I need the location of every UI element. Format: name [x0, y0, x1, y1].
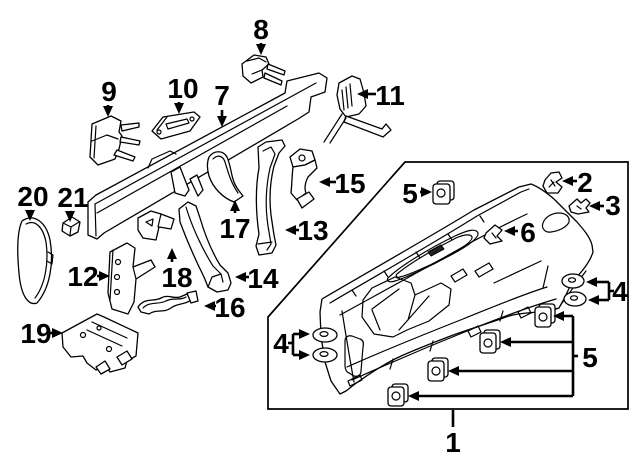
callout-4-arrowhead [299, 350, 310, 360]
callout-19-arrowhead [52, 328, 63, 338]
callout-label-18: 18 [161, 262, 192, 293]
callout-label-13: 13 [297, 215, 328, 246]
part-7-crossbeam [87, 72, 328, 240]
callout-label-11: 11 [375, 80, 405, 111]
callout-label-8: 8 [253, 14, 269, 45]
part-21-clip [61, 216, 81, 237]
callout-4-arrowhead [586, 277, 597, 287]
assembly-box-outline [267, 161, 629, 410]
callout-label-12: 12 [67, 261, 98, 292]
callout-21-arrowhead [65, 211, 75, 222]
callout-15-arrowhead [319, 177, 330, 187]
callout-12-arrowhead [99, 271, 110, 281]
callout-label-6: 6 [520, 217, 536, 248]
callout-label-5: 5 [402, 178, 418, 209]
part-5-clips [387, 180, 556, 407]
callout-6-arrowhead [504, 226, 515, 236]
part-9-bracket [89, 115, 141, 166]
part-14-support-strut [178, 201, 232, 293]
callout-16-arrowhead [204, 301, 215, 311]
callout-label-9: 9 [101, 76, 117, 107]
part-11-end-bracket [323, 75, 392, 144]
part-5-clip [427, 357, 449, 382]
part-5-clip [387, 383, 409, 407]
callout-2-arrowhead [562, 176, 573, 186]
callout-label-20: 20 [17, 181, 48, 212]
callout-label-2: 2 [577, 167, 593, 198]
part-4-washers [312, 273, 587, 363]
callout-8-arrowhead [256, 44, 266, 55]
callouts-layer: 8 9 10 7 11 20 21 12 15 17 13 14 18 16 19 5 23 6 4 4 5 1 [17, 14, 628, 458]
part-6-clip [483, 224, 503, 245]
callout-14-arrowhead [235, 272, 246, 282]
callout-label-5: 5 [582, 342, 598, 373]
callout-label-14: 14 [247, 263, 279, 294]
callout-5-arrowhead [553, 311, 564, 321]
callout-13-arrowhead [285, 225, 296, 235]
callout-label-19: 19 [20, 318, 51, 349]
part-17-support [206, 151, 244, 203]
callout-4-arrowhead [299, 329, 310, 339]
callout-5-arrowhead [500, 337, 511, 347]
part-5-clip [432, 180, 455, 205]
callout-5-arrowhead [421, 187, 432, 197]
callout-17-arrowhead [230, 200, 240, 211]
part-18-bracket [137, 210, 175, 241]
callout-label-1: 1 [445, 427, 461, 458]
callout-label-17: 17 [219, 213, 250, 244]
part-15-bracket [289, 148, 318, 209]
part-1-instrument-panel [319, 183, 594, 395]
callout-label-16: 16 [214, 292, 245, 323]
callout-11-arrowhead [357, 89, 368, 99]
part-8-bracket [241, 54, 286, 86]
part-20-trim-panel [17, 217, 54, 305]
callout-5-arrowhead [448, 366, 459, 376]
callout-3-arrowhead [589, 201, 600, 211]
part-13-center-pillar [255, 139, 286, 256]
part-5-clip [534, 303, 556, 328]
part-5-clip [479, 329, 501, 354]
part-3-clip [568, 198, 591, 215]
part-19-mounting-frame [61, 313, 139, 375]
callout-4-arrowhead [588, 295, 599, 305]
part-16-brace-strip [137, 290, 199, 315]
callout-label-10: 10 [167, 73, 198, 104]
callout-label-4: 4 [273, 328, 289, 359]
part-10-bracket-plate [151, 111, 201, 140]
callout-9-arrowhead [103, 106, 113, 117]
callout-5-arrowhead [408, 391, 419, 401]
callout-label-4: 4 [612, 276, 628, 307]
callout-label-3: 3 [605, 190, 621, 221]
callout-label-15: 15 [334, 168, 365, 199]
callout-20-arrowhead [25, 210, 35, 221]
callout-10-arrowhead [174, 103, 184, 114]
callout-7-arrowhead [217, 116, 227, 127]
callout-18-arrowhead [167, 248, 177, 259]
callout-label-7: 7 [214, 80, 230, 111]
callout-label-21: 21 [57, 182, 88, 213]
part-12-side-bracket [107, 242, 156, 315]
part-2-clip [542, 171, 563, 194]
